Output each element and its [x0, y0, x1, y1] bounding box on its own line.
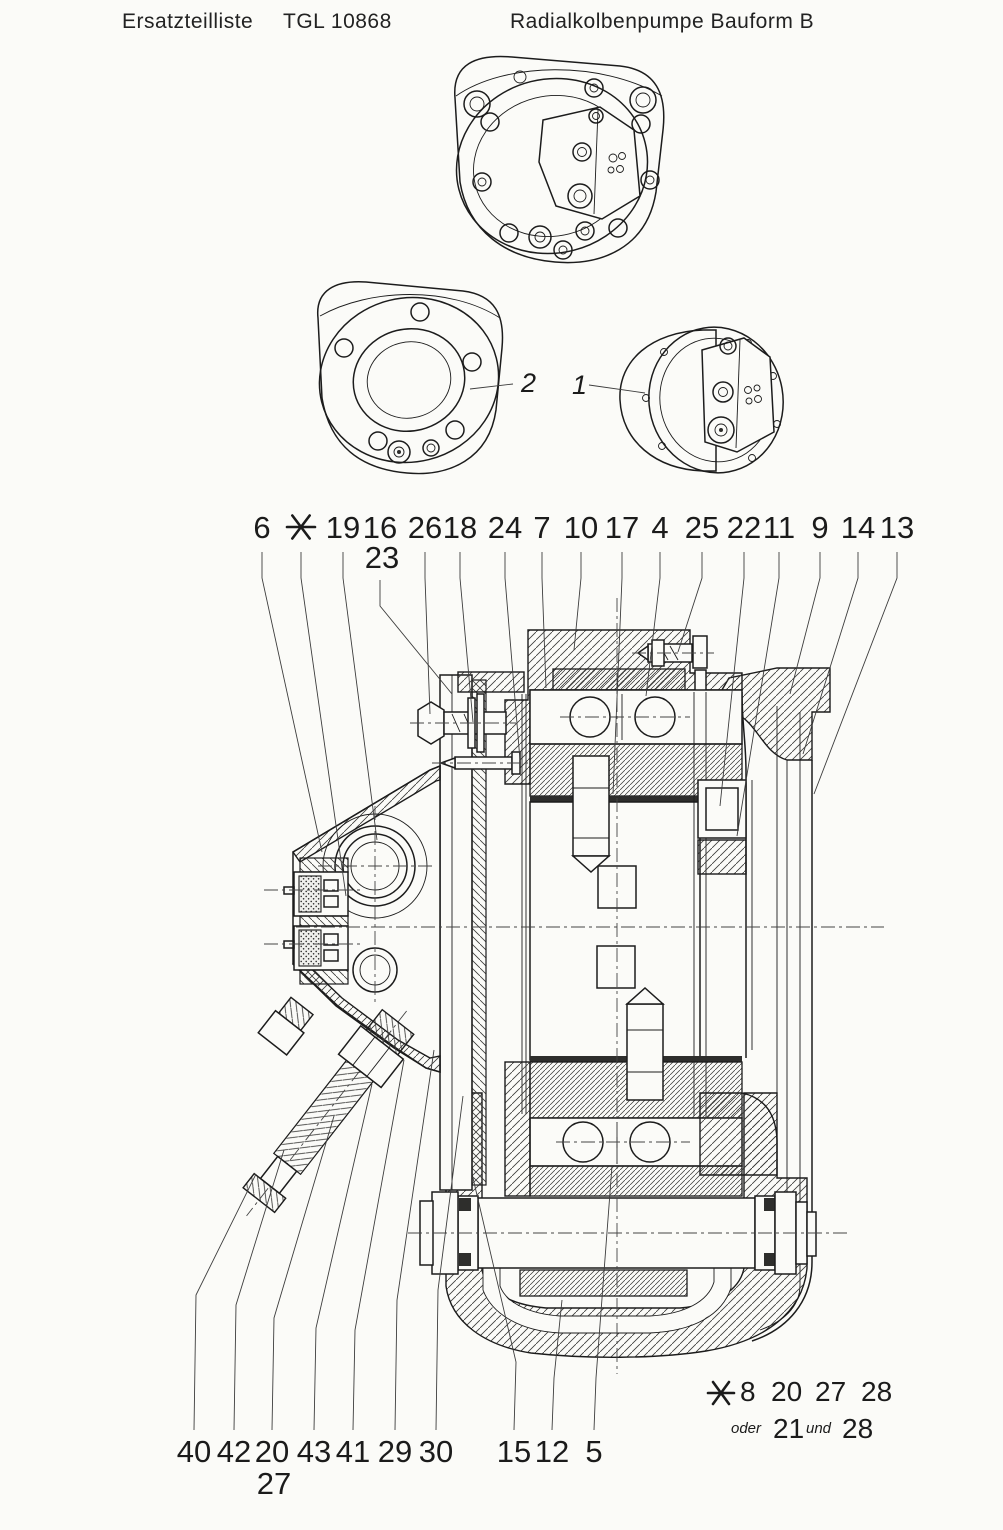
leader-line [394, 1049, 435, 1431]
upper-seal-strip [530, 796, 742, 802]
valve-block [538, 106, 641, 220]
housing-corner-bolts [463, 70, 657, 118]
leader-line [551, 1299, 563, 1431]
callout-4: 4 [651, 510, 668, 545]
callout-20: 20 [255, 1434, 289, 1469]
piston-upper [571, 755, 611, 874]
angled-fitting [242, 1008, 415, 1217]
head-bolt [632, 635, 714, 693]
callout-7: 7 [533, 510, 550, 545]
callout-16: 16 [363, 510, 397, 545]
callout-10: 10 [564, 510, 598, 545]
leader-line [719, 552, 745, 807]
fitting-stub [257, 996, 315, 1056]
drive-shaft [408, 1191, 850, 1275]
leader-line [736, 552, 780, 837]
leader-line [573, 552, 582, 651]
figure-label-cartridge: 1 [572, 370, 588, 400]
leader-line [459, 552, 474, 723]
leader-line [677, 552, 703, 653]
upper-bearing [529, 689, 743, 745]
footnote-oder-label: oder [731, 1420, 762, 1437]
outer-cup [715, 667, 831, 1342]
valve-stack [264, 857, 360, 985]
leader-line [193, 1173, 257, 1431]
leader-line [352, 1059, 405, 1431]
cartridge-valve-block [701, 337, 775, 453]
leader-line [802, 552, 859, 755]
rotor [521, 692, 707, 1118]
callout-27: 27 [257, 1466, 291, 1501]
cross-section-view [242, 598, 884, 1374]
leader-line [435, 1095, 464, 1431]
callout-23: 23 [365, 540, 399, 575]
flange-bolts [472, 78, 660, 260]
callout-26: 26 [408, 510, 442, 545]
flange-bolt-assembly [410, 693, 516, 753]
leader-line [342, 552, 378, 841]
leader-line [789, 552, 821, 695]
callout-43: 43 [297, 1434, 331, 1469]
callout-24: 24 [488, 510, 522, 545]
callout-18: 18 [443, 510, 477, 545]
cartridge-view [588, 326, 784, 474]
footnote-part-8: 8 [740, 1376, 756, 1407]
callout-9: 9 [811, 510, 828, 545]
leader-line [261, 552, 323, 853]
callout-40: 40 [177, 1434, 211, 1469]
callout-6: 6 [253, 510, 270, 545]
footnote-part-28: 28 [861, 1376, 893, 1407]
leader-line [233, 1149, 285, 1431]
keyway-lower [596, 945, 636, 989]
callout-29: 29 [378, 1434, 412, 1469]
asterisk-icon [706, 1378, 736, 1413]
callout-12: 12 [535, 1434, 569, 1469]
needle-valve [432, 751, 532, 775]
leader-line [424, 552, 431, 715]
footnote-part-27: 27 [815, 1376, 847, 1407]
callout-14: 14 [841, 510, 875, 545]
doc-type-label: Ersatzteilliste [122, 10, 254, 33]
standard-number: TGL 10868 [283, 10, 392, 33]
callout-5: 5 [585, 1434, 602, 1469]
housing-view [317, 281, 514, 475]
callout-13: 13 [880, 510, 914, 545]
callout-17: 17 [605, 510, 639, 545]
callout-22: 22 [727, 510, 761, 545]
figure-label-housing: 2 [521, 368, 537, 398]
leader-line [541, 552, 547, 689]
assembled-pump-view [454, 55, 665, 264]
leader-line [472, 1177, 517, 1431]
cup-inner-corner [699, 1092, 778, 1176]
callout-41: 41 [336, 1434, 370, 1469]
footnote-part-20: 20 [771, 1376, 803, 1407]
leader-line [645, 552, 661, 697]
leader-line [300, 552, 347, 897]
callout-42: 42 [217, 1434, 251, 1469]
leader-line [504, 552, 521, 761]
callout-15: 15 [497, 1434, 531, 1469]
cylinder-head [504, 629, 743, 785]
asterisk-icon [285, 514, 317, 540]
page-title: Radialkolbenpumpe Bauform B [510, 10, 815, 33]
footnote-part-21: 21 [773, 1413, 805, 1444]
leader-line [271, 1115, 335, 1431]
footnote-und-label: und [806, 1420, 832, 1437]
leader-line [313, 1083, 373, 1431]
left-pillar-lower [504, 1061, 531, 1197]
callout-25: 25 [685, 510, 719, 545]
callout-30: 30 [419, 1434, 453, 1469]
leader-line [612, 552, 623, 795]
callout-19: 19 [326, 510, 360, 545]
piston-lower [625, 986, 665, 1101]
callout-11: 11 [763, 510, 795, 545]
leader-line [813, 552, 898, 795]
leader-line [593, 1165, 613, 1431]
footnote-part-28-alt: 28 [842, 1413, 874, 1444]
housing-bolt-holes [334, 302, 482, 451]
